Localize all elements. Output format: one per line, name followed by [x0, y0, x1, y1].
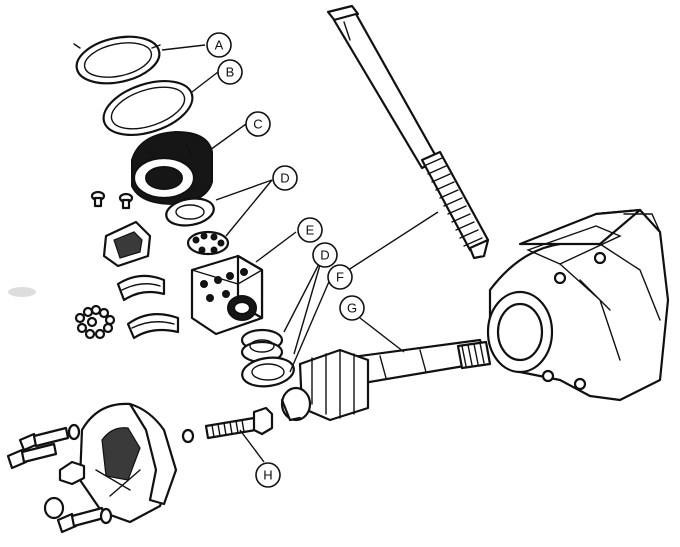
callout-g: G — [339, 295, 365, 321]
callout-b: B — [217, 59, 243, 85]
part-d-upper-bearings — [165, 197, 230, 256]
part-e-ball-nut — [190, 254, 264, 336]
callout-c-label: C — [253, 117, 262, 132]
callout-g-label: G — [347, 301, 357, 316]
callout-a-label: A — [215, 38, 224, 53]
small-screws — [90, 190, 134, 210]
part-f-worm-shaft — [326, 4, 490, 260]
cover-bolts — [6, 423, 113, 534]
callout-h: H — [255, 462, 281, 488]
part-h-adjuster-bolt — [181, 406, 274, 444]
part-b-seal-ring — [102, 80, 194, 136]
callout-d-lower: D — [312, 242, 338, 268]
callout-d-upper-label: D — [280, 171, 289, 186]
callout-c: C — [245, 111, 271, 137]
callout-a: A — [206, 32, 232, 58]
ball-guide-parts — [102, 220, 180, 340]
callout-e: E — [297, 217, 323, 243]
steering-gear-housing — [486, 208, 670, 402]
part-g-sector-shaft — [280, 338, 492, 422]
callout-b-label: B — [226, 65, 235, 80]
part-a-lock-ring — [73, 35, 161, 85]
smudge — [8, 287, 36, 297]
callout-d-upper: D — [272, 165, 298, 191]
callout-e-label: E — [306, 223, 315, 238]
leader-lines — [161, 44, 439, 463]
callout-d-lower-label: D — [320, 248, 329, 263]
side-cover — [78, 402, 178, 524]
steering-balls — [74, 304, 116, 340]
callout-f-label: F — [336, 270, 344, 285]
part-d-lower-bearings — [240, 328, 295, 388]
callout-h-label: H — [263, 468, 272, 483]
part-c-adjuster-cup — [131, 130, 213, 206]
callout-f: F — [327, 264, 353, 290]
